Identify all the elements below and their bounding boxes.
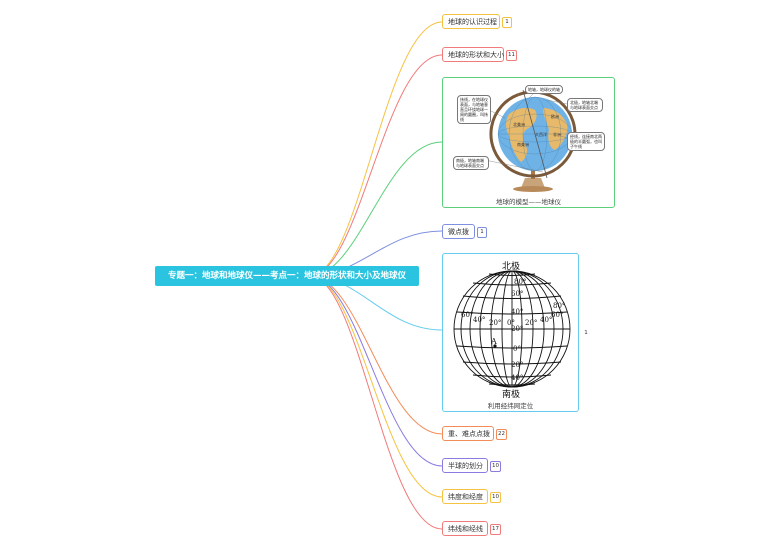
graticule-image-card: 北极 南极 A 80° 60° 40° 20° 0° 20° 40° 60° 4…	[442, 253, 579, 412]
lat-label: 40°	[511, 308, 524, 316]
branch-tip[interactable]: 微点拨	[442, 224, 475, 239]
callout-north-pole: 北极，地轴北端与地球表面交点	[567, 98, 603, 112]
lat-label: 20°	[511, 361, 524, 369]
count-badge: 10	[490, 461, 501, 472]
svg-text:欧洲: 欧洲	[551, 113, 559, 119]
callout-south-pole: 南极，地轴南端与地球表面交点	[453, 156, 489, 170]
svg-text:南美洲: 南美洲	[517, 141, 529, 147]
branch-hemispheres[interactable]: 半球的划分	[442, 458, 488, 473]
lon-label: 40°	[473, 316, 486, 324]
callout-longitude-line: 经线，连接南北两极的半圆弧，也叫子午线	[567, 132, 605, 151]
lon-label: 20°	[525, 319, 538, 327]
count-badge: 1	[581, 328, 591, 339]
svg-text:北美洲: 北美洲	[513, 121, 525, 127]
lon-label: 40°	[540, 316, 553, 324]
branch-lat-lon-lines[interactable]: 纬线和经线	[442, 521, 488, 536]
lon-label: 60°	[461, 311, 474, 319]
south-pole-label: 南极	[502, 390, 521, 400]
lat-label: 40°	[511, 374, 524, 382]
callout-earth-axis: 地轴，地球仪的轴	[525, 85, 563, 94]
lat-label: 80°	[514, 278, 527, 286]
lat-label: 0°	[513, 345, 521, 353]
branch-key-points[interactable]: 重、难点点拨	[442, 426, 494, 441]
svg-text:非洲: 非洲	[553, 131, 561, 137]
lat-label: 20°	[511, 325, 524, 333]
count-badge: 17	[490, 524, 501, 535]
root-topic[interactable]: 专题一：地球和地球仪——考点一：地球的形状和大小及地球仪	[155, 266, 419, 286]
count-badge: 10	[490, 492, 501, 503]
lon-label: 20°	[489, 319, 502, 327]
lon-label: 0°	[507, 319, 515, 327]
graticule-diagram	[453, 270, 571, 388]
callout-latitude-line: 纬线，在地球仪表面，与地轴垂直且环绕地球一周的圆圈，叫纬线	[457, 95, 491, 124]
branch-earth-shape-size[interactable]: 地球的形状和大小	[442, 47, 504, 62]
point-a-label: A	[491, 337, 497, 346]
svg-text:大西洋: 大西洋	[535, 131, 547, 137]
count-badge: 22	[496, 429, 507, 440]
globe-caption: 地球的模型——地球仪	[496, 198, 561, 206]
branch-lat-lon-degrees[interactable]: 纬度和经度	[442, 489, 488, 504]
count-badge: 1	[502, 17, 512, 28]
globe-illustration: 北美洲 南美洲 大西洋 非洲 欧洲	[484, 89, 577, 192]
lat-label: 60°	[511, 290, 524, 298]
lon-label: 80°	[553, 302, 566, 310]
count-badge: 1	[477, 227, 487, 238]
graticule-caption: 利用经纬网定位	[487, 402, 534, 410]
count-badge: 11	[506, 50, 517, 61]
globe-image-card: 北美洲 南美洲 大西洋 非洲 欧洲 地轴，地球仪的轴 纬线，在地球仪表面，与地轴…	[442, 77, 615, 208]
north-pole-label: 北极	[502, 262, 521, 272]
branch-earth-cognition[interactable]: 地球的认识过程	[442, 14, 500, 29]
lon-label: 60°	[551, 311, 564, 319]
